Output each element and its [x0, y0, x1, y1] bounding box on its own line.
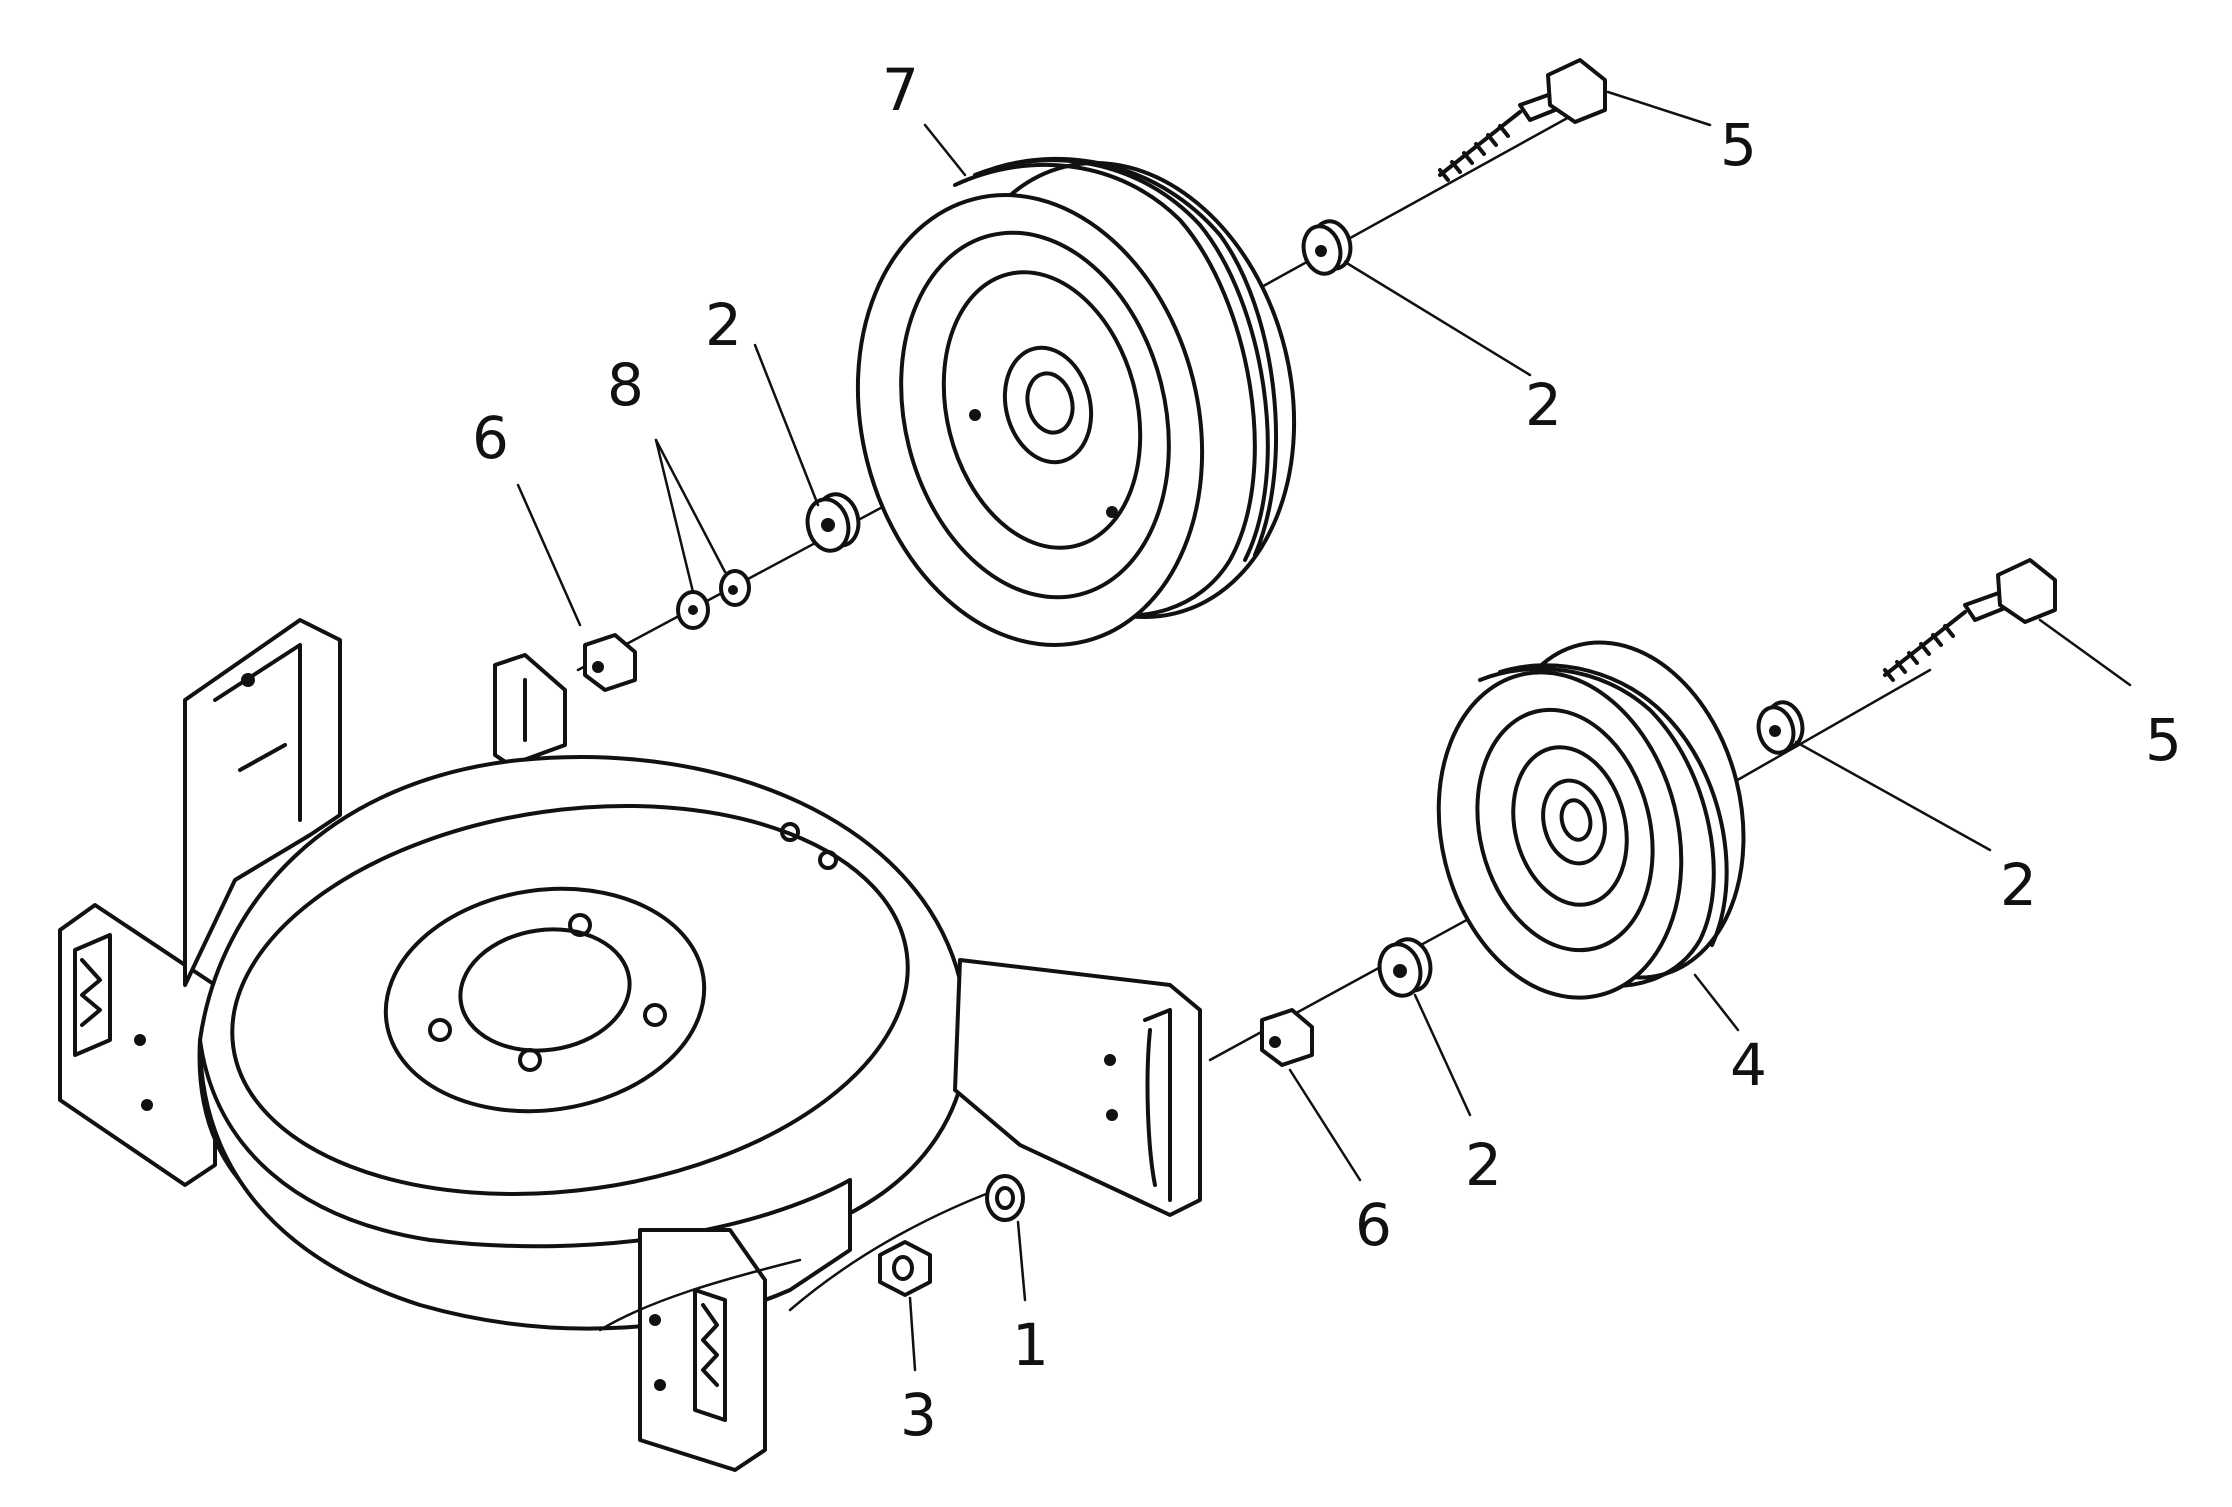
callout-7: 7: [882, 56, 919, 124]
callout-labels: 7 5 2 2 8 6 5 2 4 2 6 1 3: [472, 56, 2182, 1449]
callout-2-top-left: 2: [705, 291, 742, 359]
callout-1: 1: [1012, 1311, 1049, 1379]
callout-3: 3: [900, 1381, 937, 1449]
hub-bushing-bottom-right: [1756, 700, 1805, 755]
top-wheel: [855, 156, 1297, 647]
square-nut-top: [583, 633, 637, 692]
callout-2-bottom: 2: [1465, 1131, 1502, 1199]
callout-6-top: 6: [472, 404, 509, 472]
square-nut-bottom: [1260, 1008, 1314, 1067]
callout-4: 4: [1730, 1031, 1767, 1099]
callout-2-top-right: 2: [1525, 371, 1562, 439]
callout-8: 8: [607, 351, 644, 419]
mower-deck-housing: [58, 618, 1202, 1472]
hub-bushing-top-left: [805, 492, 861, 553]
flat-washer: [985, 1174, 1025, 1222]
washer-pair: [676, 569, 751, 630]
leader-lines: [516, 90, 2132, 1372]
hex-nut: [878, 1240, 932, 1297]
hub-bushing-top-right: [1301, 219, 1353, 276]
bolt-right: [1883, 558, 2057, 682]
bottom-wheel: [1436, 640, 1746, 1000]
hub-bushing-bottom-left: [1377, 937, 1433, 998]
callout-5-top: 5: [1720, 111, 1757, 179]
callout-2-right: 2: [2000, 851, 2037, 919]
callout-6-bottom: 6: [1355, 1191, 1392, 1259]
bolt-top: [1438, 58, 1607, 182]
callout-5-right: 5: [2145, 706, 2182, 774]
